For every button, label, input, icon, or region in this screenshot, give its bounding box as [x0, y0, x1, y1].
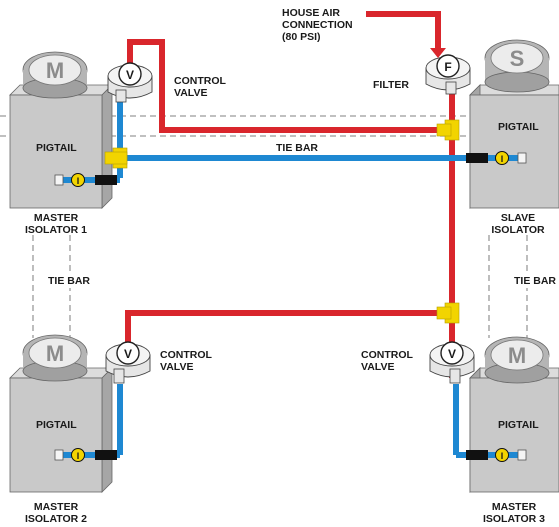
- pigtail-label-3: PIGTAIL: [498, 419, 539, 431]
- master-isolator-3-label: MASTER ISOLATOR 3: [483, 501, 545, 525]
- tie-bar-right-label: TIE BAR: [514, 275, 556, 287]
- tie-bar-left-label: TIE BAR: [48, 275, 90, 287]
- pigtail-label-slave: PIGTAIL: [498, 121, 539, 133]
- pigtail-master-1: I: [54, 173, 120, 187]
- isolator-marker-2: I: [77, 451, 80, 461]
- master-badge-3: [490, 339, 544, 371]
- connector-tees: [104, 119, 460, 324]
- slave-letter: S: [510, 46, 525, 71]
- control-valve-top-line-1: CONTROL: [174, 75, 226, 87]
- master-isolator-1: M: [9, 51, 113, 209]
- control-valve-top-line-2: VALVE: [174, 87, 207, 99]
- isolator-marker-slave: I: [501, 154, 504, 164]
- master-letter-2: M: [46, 341, 64, 366]
- house-air-arrow: [430, 48, 446, 58]
- isolator-marker-3: I: [501, 451, 504, 461]
- master-isolator-3-line-1: MASTER: [492, 501, 537, 513]
- control-valve-mid-left-line-1: CONTROL: [160, 349, 212, 361]
- slave-isolator-line-1: SLAVE: [501, 212, 535, 224]
- control-valve-mid-right: V: [429, 341, 475, 384]
- master-isolator-1-line-2: ISOLATOR 1: [25, 224, 87, 236]
- house-air-label: HOUSE AIR CONNECTION (80 PSI): [282, 7, 353, 43]
- control-valve-top-label: CONTROL VALVE: [174, 75, 226, 99]
- master-badge-1: [28, 54, 82, 86]
- master-letter-3: M: [508, 343, 526, 368]
- control-valve-top: V: [107, 62, 153, 103]
- valve-letter-mid-right: V: [448, 347, 456, 361]
- pigtail-master-3: I: [466, 448, 527, 462]
- house-air-line-1: HOUSE AIR: [282, 7, 340, 19]
- control-valve-mid-right-line-2: VALVE: [361, 361, 394, 373]
- master-badge-2: [28, 337, 82, 369]
- slave-isolator-line-2: ISOLATOR: [491, 224, 545, 236]
- pigtail-slave: I: [466, 151, 527, 165]
- feed-lines: [117, 100, 472, 458]
- master-isolator-1-line-1: MASTER: [34, 212, 79, 224]
- control-valve-mid-right-line-1: CONTROL: [361, 349, 413, 361]
- tie-bar-top-label: TIE BAR: [276, 142, 318, 154]
- valve-letter-mid-left: V: [124, 347, 132, 361]
- isolator-marker-1: I: [77, 176, 80, 186]
- valve-letter-top: V: [126, 68, 134, 82]
- master-isolator-2-line-1: MASTER: [34, 501, 79, 513]
- filter: F: [425, 54, 471, 95]
- pigtail-label-1: PIGTAIL: [36, 142, 77, 154]
- supply-lines: [125, 11, 455, 378]
- control-valve-mid-left-label: CONTROL VALVE: [160, 349, 212, 373]
- control-valve-mid-right-label: CONTROL VALVE: [361, 349, 413, 373]
- pigtail-master-2: I: [54, 448, 120, 462]
- slave-isolator: S: [469, 39, 559, 209]
- filter-label: FILTER: [373, 79, 409, 91]
- master-letter-1: M: [46, 58, 64, 83]
- master-isolator-2: M: [9, 334, 113, 493]
- slave-badge: [490, 42, 544, 74]
- house-air-line-3: (80 PSI): [282, 31, 321, 43]
- house-air-line-2: CONNECTION: [282, 19, 353, 31]
- control-valve-mid-left-line-2: VALVE: [160, 361, 193, 373]
- master-isolator-1-label: MASTER ISOLATOR 1: [25, 212, 87, 236]
- master-isolator-2-line-2: ISOLATOR 2: [25, 513, 87, 525]
- pigtail-label-2: PIGTAIL: [36, 419, 77, 431]
- master-isolator-3-line-2: ISOLATOR 3: [483, 513, 545, 525]
- master-isolator-2-label: MASTER ISOLATOR 2: [25, 501, 87, 525]
- control-valve-mid-left: V: [105, 341, 151, 384]
- slave-isolator-label: SLAVE ISOLATOR: [491, 212, 545, 236]
- filter-letter: F: [444, 60, 451, 74]
- master-isolator-3: M: [469, 336, 559, 493]
